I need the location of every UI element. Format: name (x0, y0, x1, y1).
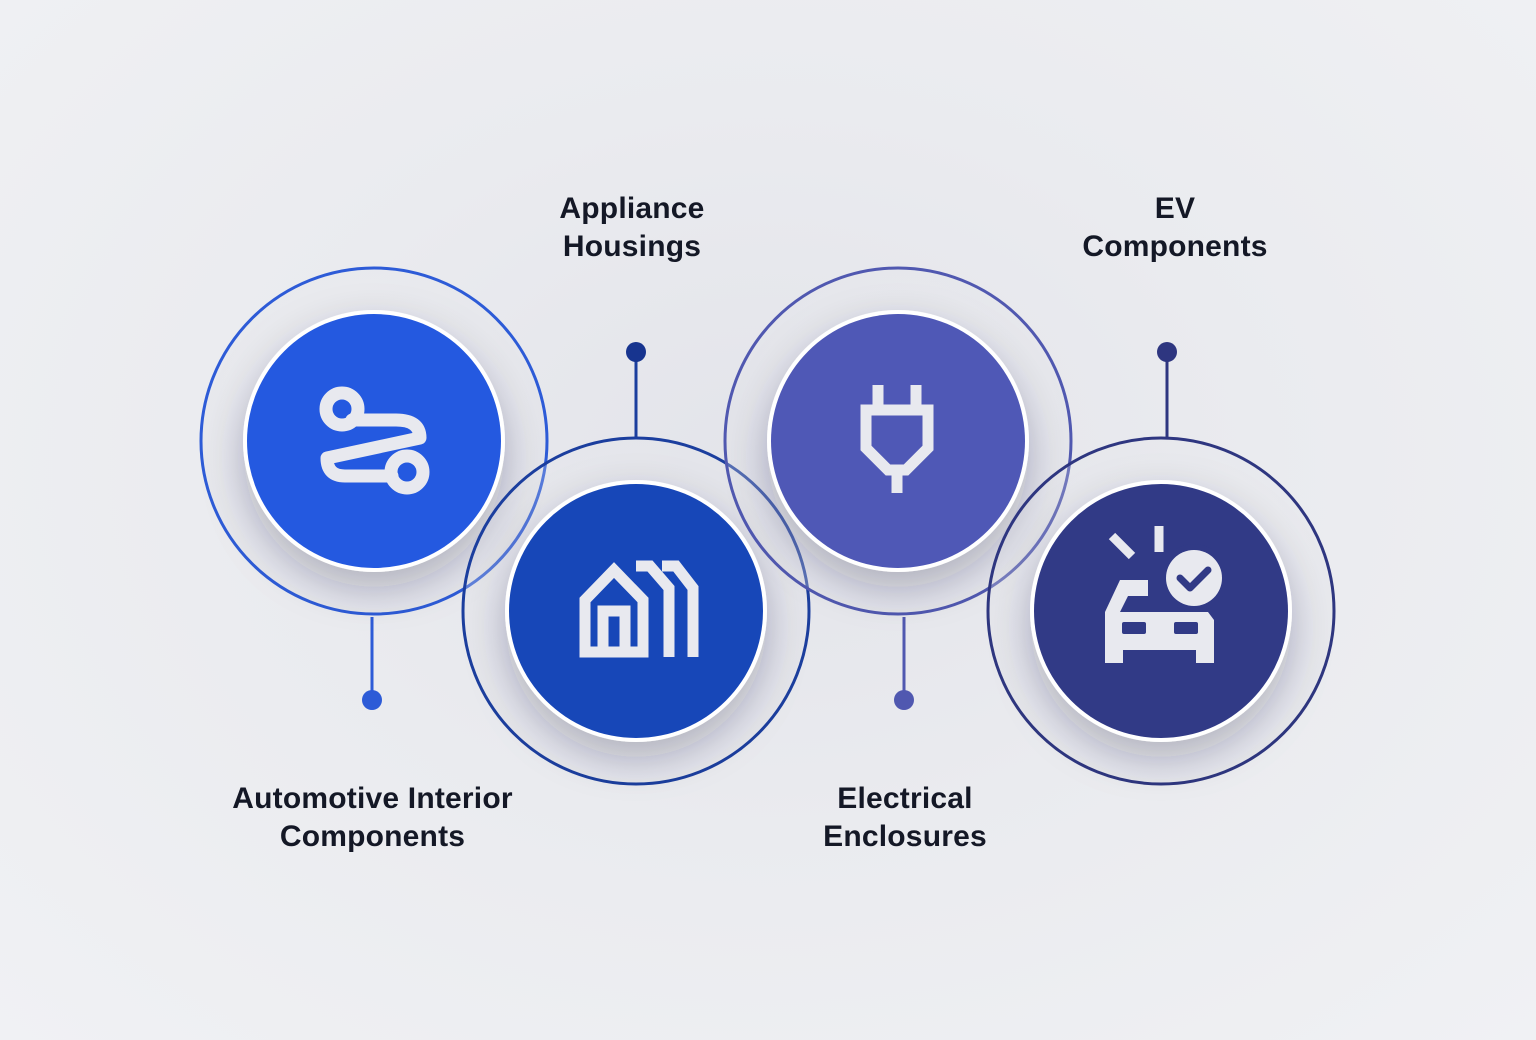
label-electrical-enclosures: Electrical Enclosures (790, 780, 1020, 856)
node-appliance (461, 436, 811, 786)
node-ev (986, 436, 1336, 786)
inner-disc (247, 314, 501, 568)
smart-home-icon (579, 560, 699, 658)
car-check-icon (1105, 526, 1228, 663)
route-icon (319, 386, 430, 495)
connector-automotive (362, 617, 382, 710)
label-line: Automotive Interior (232, 782, 513, 815)
inner-disc (509, 484, 763, 738)
label-line: Housings (562, 230, 702, 263)
node-electrical (723, 266, 1073, 616)
label-line: Electrical (837, 782, 973, 815)
label-appliance-housings: Appliance Housings (532, 190, 732, 266)
label-line: EV (1154, 192, 1196, 225)
label-ev-components: EV Components (1060, 190, 1290, 266)
inner-disc (1034, 484, 1288, 738)
label-automotive-interior-components: Automotive Interior Components (200, 780, 545, 856)
label-line: Appliance (559, 192, 705, 225)
inner-disc (771, 314, 1025, 568)
plug-icon (860, 385, 934, 493)
label-line: Components (279, 820, 466, 853)
node-automotive (199, 266, 549, 616)
label-line: Components (1082, 230, 1268, 263)
connector-appliance (626, 342, 646, 438)
connector-ev (1157, 342, 1177, 438)
label-line: Enclosures (823, 820, 987, 853)
connector-electrical (894, 617, 914, 710)
